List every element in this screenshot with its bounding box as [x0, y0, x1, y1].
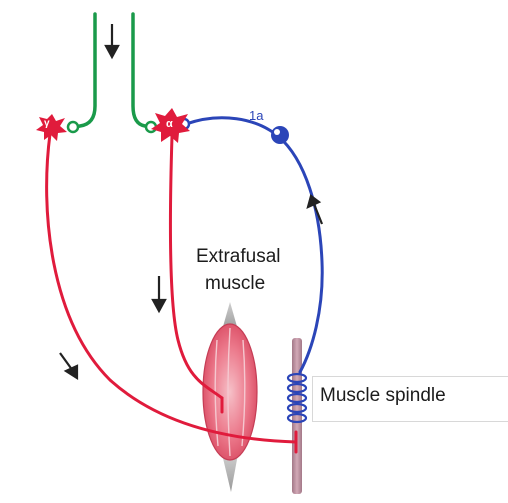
extrafusal-label-line2: muscle [205, 273, 265, 295]
muscle-spindle-label: Muscle spindle [320, 385, 446, 407]
direction-arrow-icon [60, 196, 322, 378]
tract-right-branch [133, 14, 150, 127]
gamma-label: γ [44, 118, 50, 129]
alpha-label: α [166, 118, 173, 130]
ia-afferent-axon [186, 118, 322, 372]
gamma-down-arrow [60, 353, 77, 378]
tract-left-branch [74, 14, 95, 127]
descending-arrow-icon [106, 24, 118, 57]
afferent-fiber [186, 118, 322, 372]
synapse-gamma [68, 122, 78, 132]
extrafusal-muscle [203, 302, 257, 492]
gamma-motor-neuron [36, 114, 67, 141]
spindle-body [292, 338, 302, 494]
extrafusal-label-line1: Extrafusal [196, 246, 280, 268]
ia-ganglion-cell-icon [271, 126, 289, 144]
alpha-down-arrow [153, 276, 165, 311]
muscle-spindle [292, 338, 302, 494]
ia-label: 1a [249, 108, 263, 123]
